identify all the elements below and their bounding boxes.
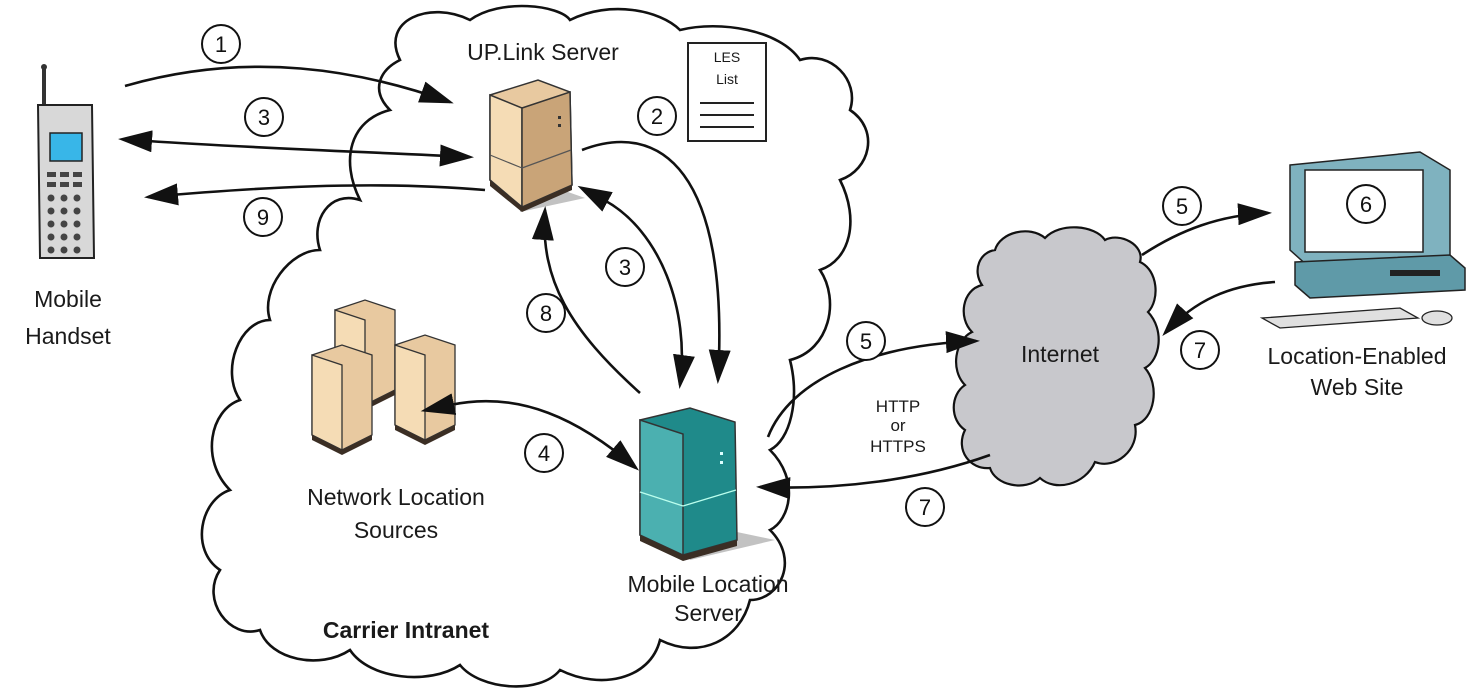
mobile-location-server-icon xyxy=(639,407,775,561)
step-8-circle xyxy=(526,293,566,333)
les-list-label-line1: LES xyxy=(714,49,740,65)
arrow-8 xyxy=(531,206,641,394)
arrow-7-internet-mls xyxy=(756,453,991,500)
diagram-labels: Mobile Handset UP.Link Server LES List N… xyxy=(25,39,1446,643)
arrow-3-uplink-mls xyxy=(577,185,695,389)
arrow-7-web-internet xyxy=(1162,280,1276,336)
carrier-intranet-cloud xyxy=(200,4,870,688)
step-7a-label: 7 xyxy=(919,495,931,520)
step-8-label: 8 xyxy=(540,301,552,326)
step-3a-circle xyxy=(244,97,284,137)
mobile-handset-label-line2: Handset xyxy=(25,323,111,349)
step-3a-label: 3 xyxy=(258,105,270,130)
mobile-handset-icon xyxy=(36,64,96,259)
arrow-5-mls-internet xyxy=(766,331,980,438)
uplink-server-label: UP.Link Server xyxy=(467,39,619,65)
step-6-circle xyxy=(1346,184,1386,224)
step-1-label: 1 xyxy=(215,32,227,57)
arrow-9 xyxy=(144,183,486,206)
step-1-circle xyxy=(201,24,241,64)
step-3b-label: 3 xyxy=(619,255,631,280)
web-site-label-line2: Web Site xyxy=(1311,374,1404,400)
network-location-label-line2: Sources xyxy=(354,517,438,543)
step-7a-circle xyxy=(905,487,945,527)
arrow-2 xyxy=(581,140,731,384)
step-4-label: 4 xyxy=(538,441,550,466)
step-5b-label: 5 xyxy=(1176,194,1188,219)
step-5a-circle xyxy=(846,321,886,361)
arrow-5-internet-web xyxy=(1141,203,1272,257)
flow-arrows xyxy=(118,65,1276,500)
step-4-circle xyxy=(524,433,564,473)
step-5b-circle xyxy=(1162,186,1202,226)
mobile-location-label-line2: Server xyxy=(674,600,742,626)
mobile-location-label-line1: Mobile Location xyxy=(627,571,788,597)
network-location-sources-icon xyxy=(311,299,456,455)
step-2-label: 2 xyxy=(651,104,663,129)
arrow-1 xyxy=(124,65,454,104)
step-5a-label: 5 xyxy=(860,329,872,354)
mobile-handset-label-line1: Mobile xyxy=(34,286,102,312)
internet-label: Internet xyxy=(1021,341,1100,367)
http-label-line2: or xyxy=(890,416,905,435)
arrow-4 xyxy=(420,393,640,471)
les-list-label-line2: List xyxy=(716,71,738,87)
uplink-server-icon xyxy=(489,79,585,212)
step-9-circle xyxy=(243,197,283,237)
step-badges: 1 3 9 2 3 8 4 5 7 5 6 7 xyxy=(201,24,1386,527)
step-7b-label: 7 xyxy=(1194,338,1206,363)
step-9-label: 9 xyxy=(257,205,269,230)
carrier-intranet-label: Carrier Intranet xyxy=(323,617,490,643)
arrow-3-handset-uplink xyxy=(118,130,474,167)
http-label-line3: HTTPS xyxy=(870,437,926,456)
step-3b-circle xyxy=(605,247,645,287)
les-list-document-icon xyxy=(687,42,767,142)
web-site-computer-icon xyxy=(1259,151,1466,329)
http-label-line1: HTTP xyxy=(876,397,920,416)
web-site-label-line1: Location-Enabled xyxy=(1267,343,1446,369)
step-7b-circle xyxy=(1180,330,1220,370)
step-6-label: 6 xyxy=(1360,192,1372,217)
step-2-circle xyxy=(637,96,677,136)
network-location-label-line1: Network Location xyxy=(307,484,485,510)
